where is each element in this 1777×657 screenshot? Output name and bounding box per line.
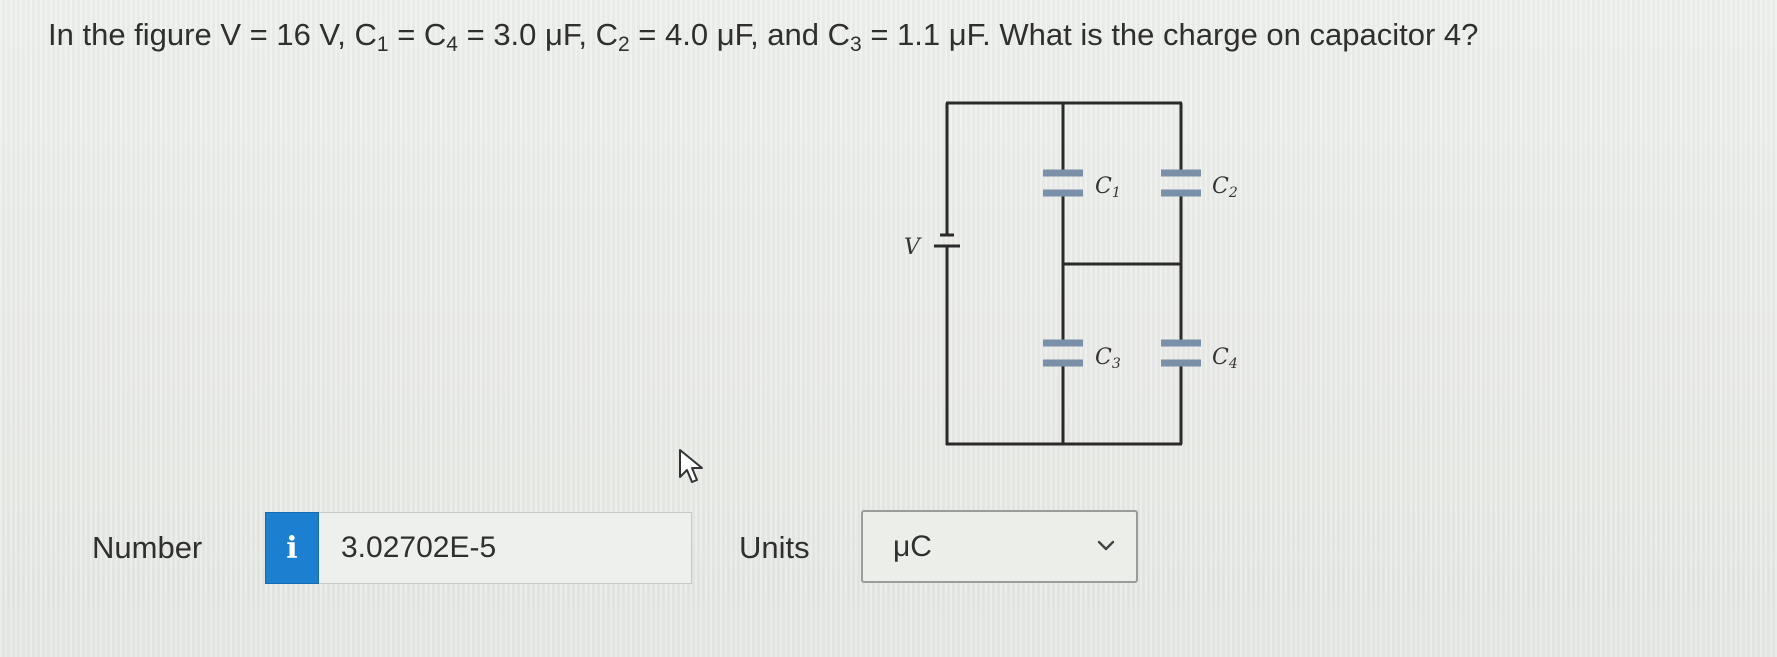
units-dropdown[interactable]: μC	[861, 510, 1138, 583]
question-subscript: 4	[446, 33, 458, 56]
c4-label: C4	[1212, 345, 1238, 372]
question-text-part: = 1.1 μF. What is the charge on capacito…	[861, 17, 1479, 52]
question-subscript: 2	[618, 33, 630, 56]
capacitor-c1	[1043, 169, 1083, 197]
chevron-down-icon	[1097, 540, 1115, 551]
question-text-part: = 3.0 μF, C	[457, 17, 618, 52]
units-selected-value: μC	[893, 530, 932, 563]
mouse-pointer-icon	[679, 449, 703, 483]
capacitor-c4	[1161, 339, 1201, 367]
question-text: In the figure V = 16 V, C1 = C4 = 3.0 μF…	[48, 14, 1478, 56]
info-icon-glyph: i	[286, 530, 298, 566]
c3-label: C3	[1095, 345, 1121, 372]
capacitor-c2	[1161, 169, 1201, 197]
battery-label: V	[904, 235, 922, 260]
info-icon[interactable]: i	[265, 512, 319, 584]
units-label: Units	[739, 530, 810, 565]
question-subscript: 1	[376, 33, 389, 56]
circuit-wires	[945, 101, 1183, 446]
question-subscript: 3	[850, 33, 862, 56]
circuit-diagram: V C1 C2 C3 C4	[904, 101, 1238, 446]
question-text-part: In the figure V = 16 V, C	[48, 17, 377, 52]
battery-symbol	[934, 233, 960, 248]
c2-label: C2	[1212, 174, 1238, 201]
number-label: Number	[92, 530, 203, 565]
c1-label: C1	[1095, 174, 1121, 201]
question-text-part: = C	[388, 17, 447, 52]
capacitor-c3	[1043, 339, 1083, 367]
question-text-part: = 4.0 μF, and C	[629, 17, 851, 52]
number-answer-input[interactable]	[319, 512, 692, 584]
